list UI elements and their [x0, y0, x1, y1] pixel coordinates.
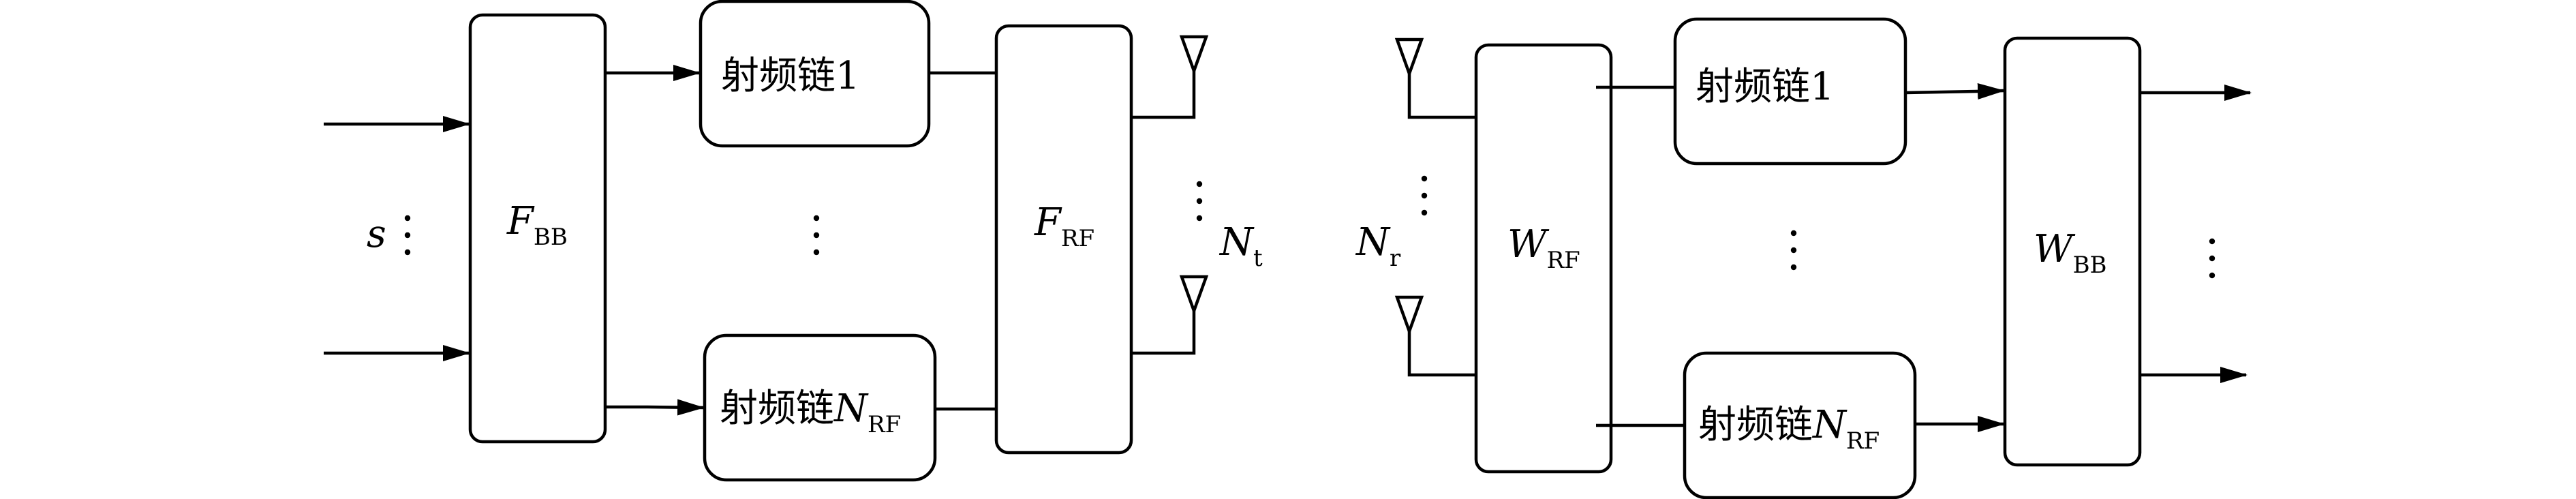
transmitter: s FBB 射频链1 射频链NRF FRF [324, 0, 1263, 482]
receiver: Nr WRF 射频链1 射频链NRF [1355, 17, 2252, 499]
rf-combiner-block [1474, 43, 1613, 474]
arrow-fbb-to-rf-chain-n [605, 399, 705, 416]
rx-antenna-count-label: Nr [1355, 220, 1401, 272]
arrow-rf-chain-1-to-wbb [1905, 82, 2005, 100]
baseband-precoder-block [468, 13, 607, 444]
output-vdots [2209, 238, 2215, 279]
rx-antenna-1-icon [1394, 37, 1424, 78]
wire-frf-to-tx-antenna-1 [1131, 68, 1196, 119]
wire-rx-antenna-n-to-wrf [1407, 329, 1477, 377]
rx-rf-chain-1-label: 射频链1 [1696, 65, 1835, 109]
baseband-combiner-label: WBB [2034, 227, 2107, 279]
tx-antenna-vdots [1196, 181, 1203, 222]
rf-precoder-label: FRF [1034, 200, 1094, 252]
rf-combiner-label: WRF [1507, 222, 1580, 274]
baseband-precoder-label: FBB [506, 199, 568, 251]
rx-antenna-n-icon [1394, 295, 1424, 336]
tx-antenna-1-icon [1179, 35, 1209, 76]
rx-rf-chain-n-label: 射频链NRF [1698, 403, 1880, 455]
rf-chain-n-label: 射频链NRF [720, 387, 901, 438]
wire-frf-to-tx-antenna-n [1131, 309, 1196, 355]
rf-precoder-block [994, 24, 1133, 455]
rx-antenna-vdots [1421, 175, 1428, 216]
input-symbol-label: s [367, 212, 386, 256]
input-vdots [404, 215, 411, 256]
rx-rf-chain-vdots [1790, 230, 1797, 271]
rf-chain-vdots [813, 215, 820, 256]
rf-chain-1-label: 射频链1 [721, 54, 860, 98]
tx-antenna-count-label: Nt [1218, 220, 1263, 272]
tx-antenna-n-icon [1179, 275, 1209, 316]
wire-rx-antenna-1-to-wrf [1407, 71, 1477, 119]
baseband-combiner-block [2003, 36, 2142, 467]
